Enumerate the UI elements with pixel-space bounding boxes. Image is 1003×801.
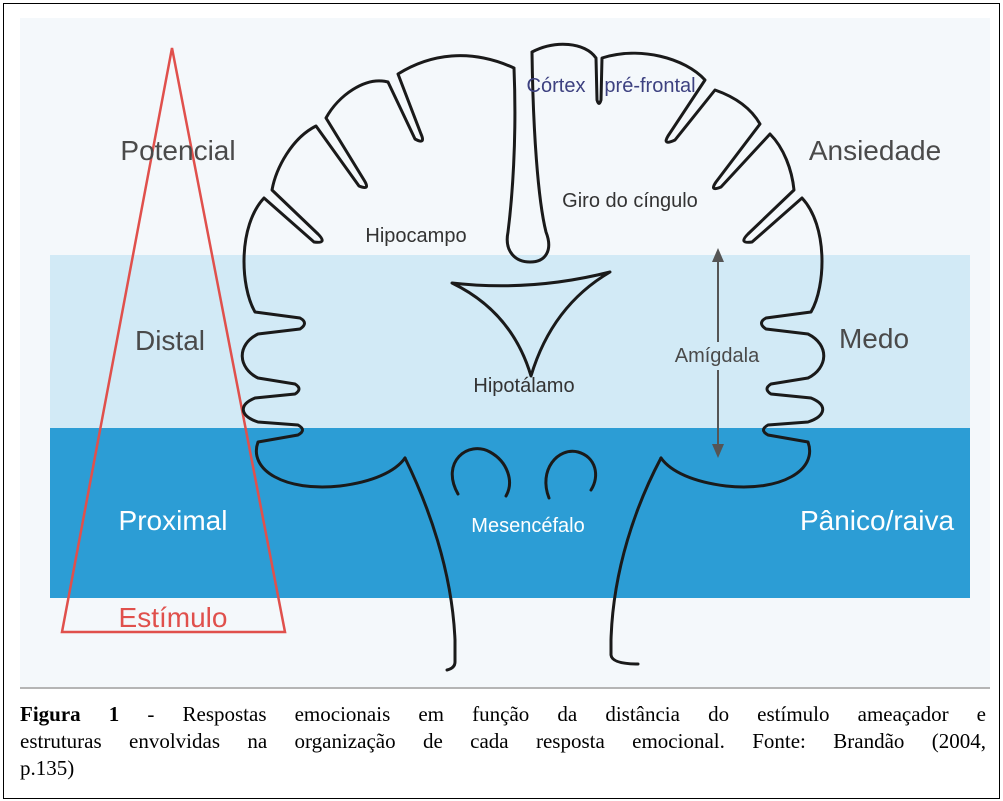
response-label-fear: Medo xyxy=(839,323,909,354)
structure-label-midbrain: Mesencéfalo xyxy=(471,515,584,537)
structure-label-prefrontal: pré-frontal xyxy=(604,75,695,97)
brain-response-diagram: Potencial Distal Proximal Estímulo Ansie… xyxy=(0,0,1003,692)
response-label-anxiety: Ansiedade xyxy=(809,135,941,166)
structure-label-cortex: Córtex xyxy=(527,75,586,97)
structure-label-hypothalamus: Hipotálamo xyxy=(473,375,574,397)
caption-line-1: Figura 1 - Respostas emocionais em funçã… xyxy=(20,701,986,728)
structure-label-hippocampus: Hipocampo xyxy=(365,225,466,247)
structure-label-cingulate: Giro do cíngulo xyxy=(562,190,698,212)
level-label-proximal: Proximal xyxy=(119,505,228,536)
figure-caption: Figura 1 - Respostas emocionais em funçã… xyxy=(20,701,986,782)
level-label-distal: Distal xyxy=(135,325,205,356)
level-label-stimulus: Estímulo xyxy=(119,602,228,633)
caption-line-1-text: - Respostas emocionais em função da dist… xyxy=(119,702,986,726)
structure-label-amygdala: Amígdala xyxy=(675,345,760,367)
caption-figure-label: Figura 1 xyxy=(20,702,119,726)
response-label-panic: Pânico/raiva xyxy=(800,505,955,536)
caption-line-2: estruturas envolvidas na organização de … xyxy=(20,728,986,755)
caption-line-3: p.135) xyxy=(20,755,986,782)
level-label-potential: Potencial xyxy=(120,135,235,166)
